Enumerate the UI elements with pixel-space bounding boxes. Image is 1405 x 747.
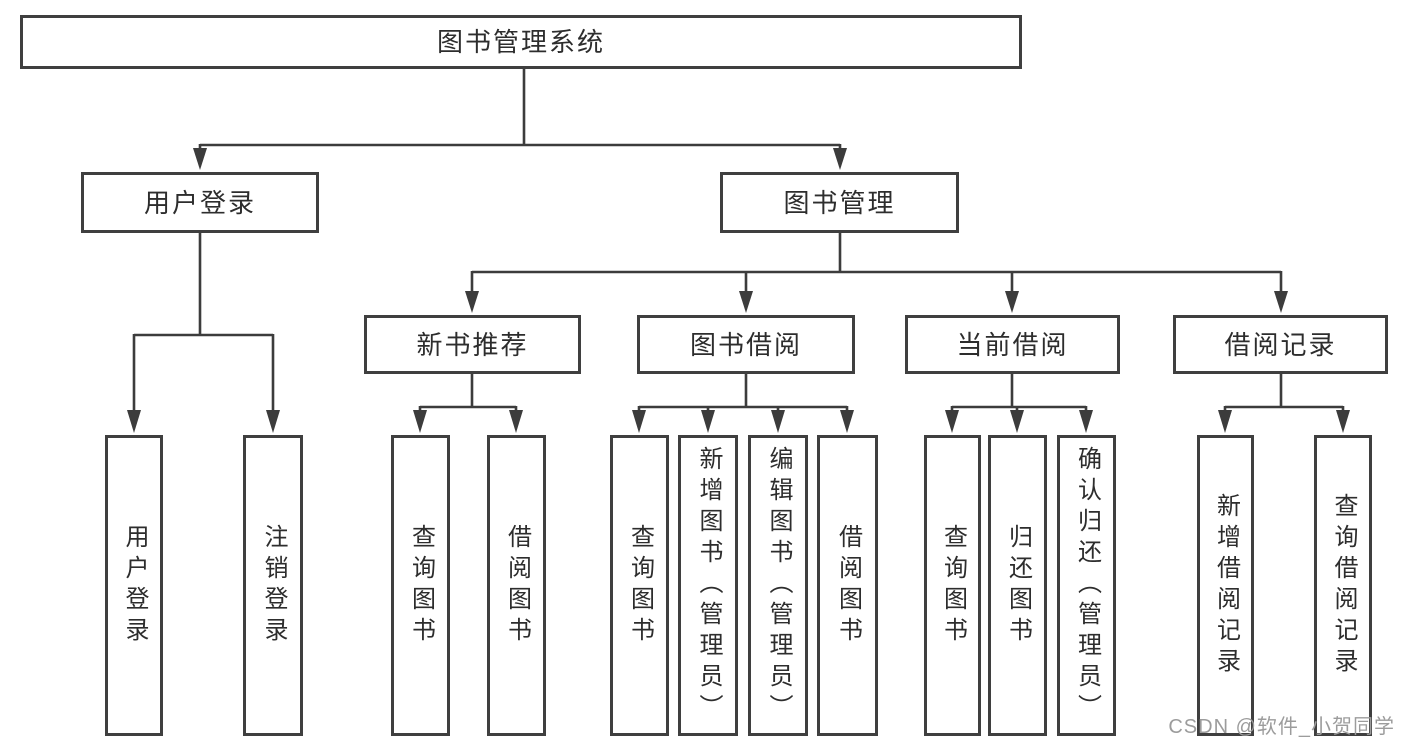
leaf-query-books-borrowing: 查询图书 [610,435,669,736]
node-label: 借阅图书 [834,523,862,648]
node-borrowing-records: 借阅记录 [1173,315,1388,374]
node-label: 新书推荐 [416,329,529,360]
node-new-book-recommendation: 新书推荐 [364,315,581,374]
leaf-confirm-return-admin: 确认归还（管理员） [1057,435,1116,736]
leaf-user-login: 用户登录 [105,435,163,736]
node-library-management-system: 图书管理系统 [20,15,1022,69]
node-label: 当前借阅 [956,329,1069,360]
leaf-borrow-books: 借阅图书 [817,435,878,736]
node-label: 新增借阅记录 [1212,492,1240,679]
node-label: 图书借阅 [689,329,802,360]
leaf-query-books-recommend: 查询图书 [391,435,450,736]
leaf-add-borrow-record: 新增借阅记录 [1197,435,1254,736]
node-label: 借阅记录 [1224,329,1337,360]
node-label: 注销登录 [260,523,287,648]
node-book-management: 图书管理 [720,172,959,233]
node-label: 查询图书 [939,523,967,648]
node-label: 图书管理 [783,187,896,218]
leaf-return-books: 归还图书 [988,435,1047,736]
node-user-login: 用户登录 [81,172,319,233]
leaf-query-books-current: 查询图书 [924,435,981,736]
node-label: 编辑图书（管理员） [765,446,792,725]
node-label: 查询借阅记录 [1330,492,1357,679]
leaf-add-books-admin: 新增图书（管理员） [678,435,738,736]
node-label: 图书管理系统 [436,27,605,57]
leaf-borrow-books-recommend: 借阅图书 [487,435,546,736]
leaf-query-borrow-record: 查询借阅记录 [1314,435,1372,736]
leaf-edit-books-admin: 编辑图书（管理员） [748,435,808,736]
node-current-borrowing: 当前借阅 [905,315,1120,374]
node-label: 确认归还（管理员） [1073,446,1101,725]
leaf-logout: 注销登录 [243,435,303,736]
node-label: 借阅图书 [503,523,531,648]
node-label: 归还图书 [1004,523,1032,648]
node-label: 用户登录 [143,187,256,218]
node-book-borrowing: 图书借阅 [637,315,855,374]
node-label: 查询图书 [407,523,435,648]
node-label: 新增图书（管理员） [695,446,722,725]
node-label: 查询图书 [626,523,654,648]
node-label: 用户登录 [121,523,148,648]
watermark: CSDN @软件_小贺同学 [1168,716,1395,738]
